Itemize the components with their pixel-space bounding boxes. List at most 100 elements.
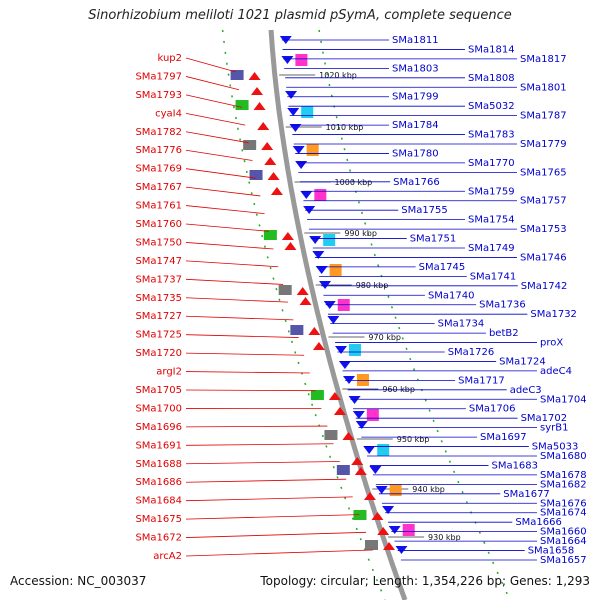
right-gene-label[interactable]: SMa1740 [428, 290, 475, 301]
gene-block[interactable] [295, 54, 308, 66]
forward-gene[interactable] [261, 142, 274, 150]
right-gene-label[interactable]: SMa1755 [401, 205, 448, 216]
forward-gene[interactable] [267, 172, 280, 180]
left-gene-label[interactable]: SMa1686 [135, 477, 182, 488]
forward-gene[interactable] [351, 457, 364, 465]
reverse-gene[interactable] [309, 236, 322, 244]
right-gene-label[interactable]: SMa1808 [468, 73, 515, 84]
gene-block[interactable] [336, 465, 350, 475]
gene-block[interactable] [365, 540, 379, 550]
gene-block[interactable] [249, 170, 263, 180]
reverse-gene[interactable] [289, 124, 302, 132]
right-gene-label[interactable]: adeC3 [510, 385, 542, 396]
forward-gene[interactable] [328, 392, 341, 400]
gene-block[interactable] [235, 100, 249, 110]
reverse-gene[interactable] [319, 281, 332, 289]
right-gene-label[interactable]: SMa1803 [392, 63, 439, 74]
reverse-gene[interactable] [292, 146, 305, 154]
right-gene-label[interactable]: SMa1799 [392, 92, 439, 103]
gene-block[interactable] [310, 390, 324, 400]
reverse-gene[interactable] [287, 108, 300, 116]
right-gene-label[interactable]: SMa1680 [540, 451, 587, 462]
gene-block[interactable] [263, 230, 277, 240]
right-gene-label[interactable]: SMa1811 [392, 35, 439, 46]
forward-gene[interactable] [363, 492, 376, 500]
right-gene-label[interactable]: SMa1742 [521, 281, 568, 292]
left-gene-label[interactable]: SMa1797 [135, 71, 182, 82]
right-gene-label[interactable]: SMa1660 [540, 527, 587, 538]
left-gene-label[interactable]: arcA2 [153, 551, 182, 562]
right-gene-label[interactable]: SMa1749 [468, 243, 515, 254]
right-gene-label[interactable]: SMa5032 [468, 101, 515, 112]
left-gene-label[interactable]: SMa1672 [135, 533, 182, 544]
reverse-gene[interactable] [355, 421, 368, 429]
left-gene-label[interactable]: SMa1735 [135, 293, 182, 304]
right-gene-label[interactable]: SMa1726 [448, 347, 495, 358]
reverse-gene[interactable] [334, 346, 347, 354]
right-gene-label[interactable]: SMa1676 [540, 498, 587, 509]
left-gene-label[interactable]: SMa1727 [135, 311, 182, 322]
right-gene-label[interactable]: SMa1780 [392, 148, 439, 159]
right-gene-label[interactable]: SMa1770 [468, 158, 515, 169]
right-gene-label[interactable]: SMa1754 [468, 215, 515, 226]
forward-gene[interactable] [284, 242, 297, 250]
forward-gene[interactable] [248, 72, 261, 80]
right-gene-label[interactable]: SMa1664 [540, 536, 587, 547]
right-gene-label[interactable]: SMa1666 [515, 517, 562, 528]
right-gene-label[interactable]: SMa1674 [540, 508, 587, 519]
left-gene-label[interactable]: SMa1691 [135, 440, 182, 451]
reverse-gene[interactable] [348, 396, 361, 404]
left-gene-label[interactable]: argI2 [156, 367, 182, 378]
right-gene-label[interactable]: SMa1732 [530, 309, 577, 320]
right-gene-label[interactable]: SMa1706 [469, 404, 516, 415]
gene-block[interactable] [348, 344, 361, 356]
right-gene-label[interactable]: SMa1787 [520, 111, 567, 122]
reverse-gene[interactable] [363, 446, 376, 454]
gene-block[interactable] [301, 106, 314, 118]
left-gene-label[interactable]: SMa1688 [135, 459, 182, 470]
forward-gene[interactable] [333, 407, 346, 415]
left-gene-label[interactable]: SMa1760 [135, 219, 182, 230]
forward-gene[interactable] [253, 102, 266, 110]
forward-gene[interactable] [257, 122, 270, 130]
left-gene-label[interactable]: SMa1769 [135, 164, 182, 175]
left-gene-label[interactable]: SMa1737 [135, 274, 182, 285]
right-gene-label[interactable]: SMa1741 [470, 271, 517, 282]
reverse-gene[interactable] [382, 506, 395, 514]
left-gene-label[interactable]: SMa1750 [135, 237, 182, 248]
gene-block[interactable] [377, 444, 390, 456]
gene-block[interactable] [230, 70, 244, 80]
left-gene-label[interactable]: SMa1761 [135, 201, 182, 212]
forward-gene[interactable] [264, 157, 277, 165]
left-gene-label[interactable]: SMa1705 [135, 385, 182, 396]
right-gene-label[interactable]: SMa1736 [479, 300, 526, 311]
right-gene-label[interactable]: SMa1759 [468, 186, 515, 197]
left-gene-label[interactable]: SMa1767 [135, 182, 182, 193]
forward-gene[interactable] [342, 432, 355, 440]
reverse-gene[interactable] [375, 486, 388, 494]
right-gene-label[interactable]: adeC4 [540, 366, 572, 377]
reverse-gene[interactable] [352, 411, 365, 419]
gene-block[interactable] [329, 264, 342, 276]
reverse-gene[interactable] [312, 251, 325, 259]
right-gene-label[interactable]: SMa1702 [521, 413, 568, 424]
right-gene-label[interactable]: SMa1757 [520, 196, 567, 207]
gene-block[interactable] [402, 524, 415, 536]
right-gene-label[interactable]: SMa1678 [540, 470, 587, 481]
right-gene-label[interactable]: SMa1753 [520, 224, 567, 235]
gene-block[interactable] [366, 409, 379, 421]
right-gene-label[interactable]: SMa1657 [540, 555, 587, 566]
right-gene-label[interactable]: betB2 [489, 328, 519, 339]
left-gene-label[interactable]: SMa1776 [135, 145, 182, 156]
left-gene-label[interactable]: SMa1684 [135, 496, 182, 507]
right-gene-label[interactable]: SMa1801 [520, 82, 567, 93]
forward-gene[interactable] [250, 87, 263, 95]
gene-block[interactable] [243, 140, 257, 150]
forward-gene[interactable] [281, 232, 294, 240]
forward-gene[interactable] [299, 297, 312, 305]
forward-gene[interactable] [308, 327, 321, 335]
reverse-gene[interactable] [395, 546, 408, 554]
forward-gene[interactable] [270, 187, 283, 195]
reverse-gene[interactable] [281, 56, 294, 64]
left-gene-label[interactable]: cyaI4 [155, 108, 182, 119]
